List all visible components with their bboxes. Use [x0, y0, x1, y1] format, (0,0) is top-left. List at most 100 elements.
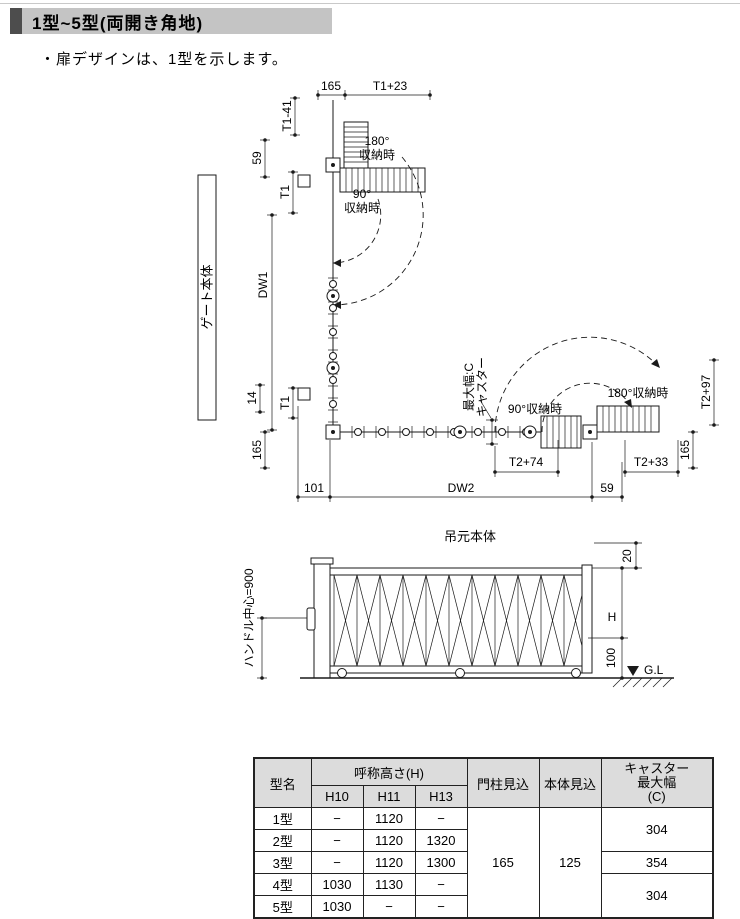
cell-model: 4型 — [253, 873, 312, 896]
cell-h11: 1120 — [362, 807, 416, 830]
header-accent-block — [10, 8, 22, 34]
handle-center-dim: ハンドル中心=900 — [241, 568, 310, 680]
cell-caster-45: 304 — [600, 873, 714, 919]
dim-100: 100 — [604, 648, 618, 668]
technical-drawing: 165 T1+23 T1-41 59 T1 ゲート本体 — [197, 79, 719, 688]
swing-arc-180-top — [332, 156, 424, 306]
caster-label-line2: 最大幅:C — [461, 363, 476, 411]
dim-14: 14 — [245, 391, 259, 405]
caster-label-line1: キャスター — [475, 357, 489, 417]
wheel — [455, 668, 465, 678]
dim-h: H — [608, 610, 617, 624]
ground-line: G.L — [300, 663, 674, 688]
design-note: ・扉デザインは、1型を示します。 — [40, 51, 288, 68]
elevation-right-dims: 20 H 100 — [588, 541, 642, 680]
swing-arc-90-top — [332, 198, 382, 264]
end-post — [581, 564, 593, 674]
dim-165-right: 165 — [678, 440, 692, 460]
cell-model: 5型 — [253, 895, 312, 919]
col-header-h11: H11 — [362, 785, 416, 808]
plan-left-dims: DW1 14 T1 165 — [245, 213, 298, 470]
cell-h13: − — [414, 873, 468, 896]
cell-model: 3型 — [253, 851, 312, 874]
table-row: 1型 − 1120 − 165 125 304 — [253, 807, 714, 919]
cell-h11: 1120 — [362, 829, 416, 852]
dim-59-bottom: 59 — [600, 481, 614, 495]
cell-h13: 1320 — [414, 829, 468, 852]
plan-view: 165 T1+23 T1-41 59 T1 ゲート本体 — [197, 79, 719, 548]
col-header-body-depth: 本体見込 — [538, 757, 602, 808]
section-header: 1型~5型(両開き角地) — [10, 8, 332, 34]
gate-handle — [306, 607, 316, 631]
elevation-view: ハンドル中心=900 — [241, 541, 674, 688]
cell-caster-3: 354 — [600, 851, 714, 874]
cell-h10: 1030 — [310, 873, 364, 896]
col-header-caster-l3: (C) — [647, 789, 666, 804]
level-marker — [627, 666, 639, 676]
table-row: 4型 1030 1130 − 304 — [253, 873, 714, 919]
swing-arc-180-right — [494, 336, 661, 433]
header-bar: 1型~5型(両開き角地) — [22, 8, 332, 34]
cell-model: 1型 — [253, 807, 312, 830]
door-post-upper — [297, 174, 311, 188]
wheel — [571, 668, 581, 678]
dim-t2-plus-97: T2+97 — [699, 374, 713, 409]
store-90-top-label2: 収納時 — [344, 201, 380, 215]
plan-top-stored-gate: 180° 収納時 90° 収納時 — [325, 100, 426, 309]
hinge-body-banner: 吊元本体 — [340, 524, 600, 548]
col-header-caster-l2: 最大幅 — [637, 775, 677, 790]
dim-165-left-lower: 165 — [250, 440, 264, 460]
door-post-lower — [297, 387, 311, 401]
cell-h13: − — [414, 807, 468, 830]
dim-t2-plus-74: T2+74 — [509, 455, 544, 469]
table-row: 5型 1030 − − — [253, 895, 713, 919]
cell-h10: − — [310, 807, 364, 830]
caster-width-callout: キャスター 最大幅:C — [461, 357, 498, 446]
gate-body-label: ゲート本体 — [200, 264, 215, 329]
dim-101: 101 — [304, 481, 324, 495]
cell-h10: − — [310, 829, 364, 852]
elevation-post — [306, 557, 334, 679]
cell-h11: 1130 — [362, 873, 416, 896]
table-row: 2型 − 1120 1320 — [253, 829, 713, 852]
cell-h11: 1120 — [362, 851, 416, 874]
ground-label: G.L — [644, 663, 664, 677]
dim-dw2: DW2 — [448, 481, 475, 495]
gate-body-box: ゲート本体 — [197, 174, 217, 421]
dim-dw1: DW1 — [256, 271, 270, 298]
cell-caster-12: 304 — [600, 807, 714, 852]
cell-h13: 1300 — [414, 851, 468, 874]
swing-arc-90-right — [541, 382, 633, 433]
cell-h10: − — [310, 851, 364, 874]
plan-top-dims: 165 T1+23 T1-41 59 T1 — [250, 79, 432, 215]
store-90-right-label: 90°収納時 — [508, 402, 562, 416]
store-180-top-label2: 収納時 — [359, 148, 395, 162]
store-180-top-label: 180° — [365, 134, 390, 148]
col-header-caster: キャスター 最大幅 (C) — [600, 757, 714, 808]
dim-165-top: 165 — [321, 79, 341, 93]
dim-t1-upper: T1 — [278, 185, 292, 199]
col-header-caster-l1: キャスター — [624, 761, 690, 776]
col-header-h13: H13 — [414, 785, 468, 808]
hinge-body-label: 吊元本体 — [444, 529, 496, 544]
plan-right-stored-gate: 90°収納時 180°収納時 — [494, 336, 668, 449]
col-header-h10: H10 — [310, 785, 364, 808]
handle-center-label: ハンドル中心=900 — [241, 568, 256, 667]
col-header-model: 型名 — [253, 757, 312, 808]
table-row: 3型 − 1120 1300 354 — [253, 851, 714, 874]
cell-model: 2型 — [253, 829, 312, 852]
dim-t1-plus-23: T1+23 — [373, 79, 408, 93]
plan-right-dims: T2+97 165 T2+74 T2+33 — [493, 358, 719, 477]
col-header-pillar-depth: 門柱見込 — [466, 757, 540, 808]
dim-20: 20 — [620, 549, 634, 563]
page-top-rule — [0, 3, 740, 4]
store-90-top-label: 90° — [353, 187, 371, 201]
plan-accordion-gates — [297, 174, 545, 440]
plan-bottom-dims: 101 DW2 59 — [296, 406, 624, 502]
elevation-accordion — [329, 564, 593, 678]
wheel — [337, 668, 347, 678]
cell-pillar-depth: 165 — [466, 807, 540, 919]
dim-59-left: 59 — [250, 151, 264, 165]
cell-body-depth: 125 — [538, 807, 602, 919]
